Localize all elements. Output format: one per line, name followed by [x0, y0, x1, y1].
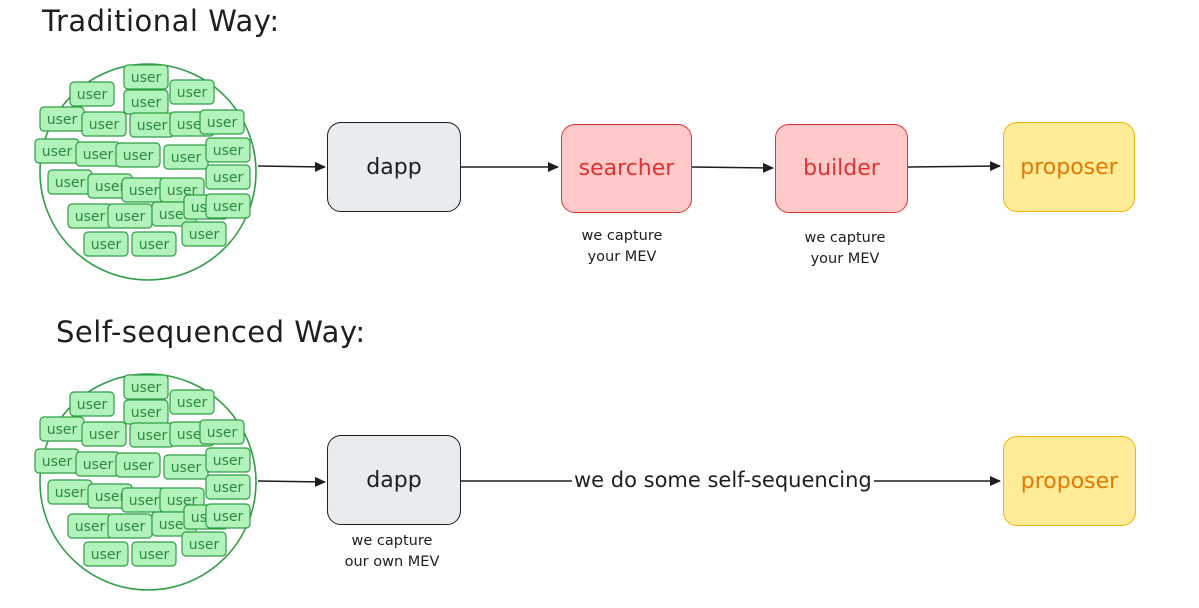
- user-chip-label: user: [129, 493, 160, 509]
- arrow-builder-to-proposer: [907, 161, 1001, 172]
- user-chip: [181, 221, 227, 247]
- user-chip: [205, 164, 251, 190]
- user-chip: [83, 541, 129, 567]
- note-line: we capture: [804, 230, 886, 246]
- searcher-note: we capture your MEV: [552, 226, 692, 268]
- user-chip-label: user: [75, 519, 106, 535]
- builder-node: builder: [775, 124, 908, 213]
- user-chip: [169, 389, 215, 415]
- user-chip-label: user: [159, 517, 190, 533]
- user-chip-label: user: [177, 85, 208, 101]
- dapp-node-self: dapp: [327, 435, 461, 525]
- user-chip: [131, 231, 177, 257]
- user-chip-label: user: [91, 237, 122, 253]
- user-chip-label: user: [42, 454, 73, 470]
- user-chip: [131, 541, 177, 567]
- user-chip-label: user: [77, 87, 108, 103]
- user-chip-label: user: [129, 183, 160, 199]
- proposer-node-self: proposer: [1003, 436, 1136, 526]
- traditional-way-title: Traditional Way:: [42, 4, 280, 38]
- user-chip-label: user: [177, 395, 208, 411]
- user-chip-label: user: [189, 227, 220, 243]
- builder-note: we capture your MEV: [775, 228, 915, 270]
- user-chip-label: user: [83, 147, 114, 163]
- user-chip-label: user: [213, 143, 244, 159]
- user-chip-label: user: [115, 209, 146, 225]
- user-chip: [205, 137, 251, 163]
- arrow-users-to-dapp-2: [257, 476, 326, 487]
- note-line: your MEV: [587, 249, 657, 265]
- user-chip: [205, 474, 251, 500]
- user-chip: [181, 531, 227, 557]
- note-line: your MEV: [810, 251, 880, 267]
- user-chip: [199, 419, 245, 445]
- proposer-node: proposer: [1003, 122, 1135, 212]
- note-line: our own MEV: [344, 554, 440, 570]
- user-chip-label: user: [213, 509, 244, 525]
- dapp-node: dapp: [327, 122, 461, 212]
- user-chip-label: user: [139, 237, 170, 253]
- user-chip-label: user: [207, 425, 238, 441]
- user-chip-label: user: [55, 485, 86, 501]
- user-chip-label: user: [207, 115, 238, 131]
- user-chip: [83, 231, 129, 257]
- user-chip-label: user: [95, 179, 126, 195]
- searcher-node: searcher: [561, 124, 692, 213]
- user-chip-label: user: [89, 427, 120, 443]
- user-chip-label: user: [131, 405, 162, 421]
- user-chip: [69, 391, 115, 417]
- user-chip: [199, 109, 245, 135]
- user-chip: [169, 79, 215, 105]
- user-chip-label: user: [95, 489, 126, 505]
- user-chip-label: user: [55, 175, 86, 191]
- user-chip-label: user: [189, 537, 220, 553]
- user-chip-label: user: [75, 209, 106, 225]
- user-chip-label: user: [137, 428, 168, 444]
- user-chip-label: user: [91, 547, 122, 563]
- user-chip-label: user: [47, 422, 78, 438]
- note-line: we capture: [581, 228, 663, 244]
- user-chip: [115, 142, 161, 168]
- user-chip-label: user: [89, 117, 120, 133]
- user-chip-label: user: [137, 118, 168, 134]
- user-chip-label: user: [213, 199, 244, 215]
- user-chip: [123, 64, 169, 90]
- user-chip: [205, 447, 251, 473]
- user-chip-label: user: [83, 457, 114, 473]
- user-chip-label: user: [131, 70, 162, 86]
- user-chip-label: user: [47, 112, 78, 128]
- user-chip-label: user: [123, 458, 154, 474]
- user-chip-label: user: [131, 380, 162, 396]
- user-chip-label: user: [213, 453, 244, 469]
- self-sequencing-label: we do some self-sequencing: [572, 468, 874, 492]
- user-chip-label: user: [159, 207, 190, 223]
- user-chip: [205, 193, 251, 219]
- arrow-searcher-to-builder: [691, 162, 774, 173]
- user-chip: [205, 503, 251, 529]
- user-chip: [115, 452, 161, 478]
- user-chip-label: user: [77, 397, 108, 413]
- user-crowd-circle: [39, 373, 257, 591]
- user-chip: [81, 421, 127, 447]
- user-chip: [81, 111, 127, 137]
- dapp-note: we capture our own MEV: [322, 531, 462, 573]
- note-line: we capture: [351, 533, 433, 549]
- user-chip-label: user: [115, 519, 146, 535]
- user-chip-label: user: [171, 150, 202, 166]
- user-chip-label: user: [42, 144, 73, 160]
- self-sequenced-way-title: Self-sequenced Way:: [56, 315, 366, 349]
- user-chip-label: user: [213, 170, 244, 186]
- user-chip: [69, 81, 115, 107]
- user-chip-label: user: [131, 95, 162, 111]
- arrow-users-to-dapp: [257, 161, 326, 172]
- user-chip-label: user: [213, 480, 244, 496]
- user-chip-label: user: [139, 547, 170, 563]
- user-chip-label: user: [123, 148, 154, 164]
- user-crowd-circle: [39, 63, 257, 281]
- user-chip-label: user: [171, 460, 202, 476]
- user-chip: [123, 374, 169, 400]
